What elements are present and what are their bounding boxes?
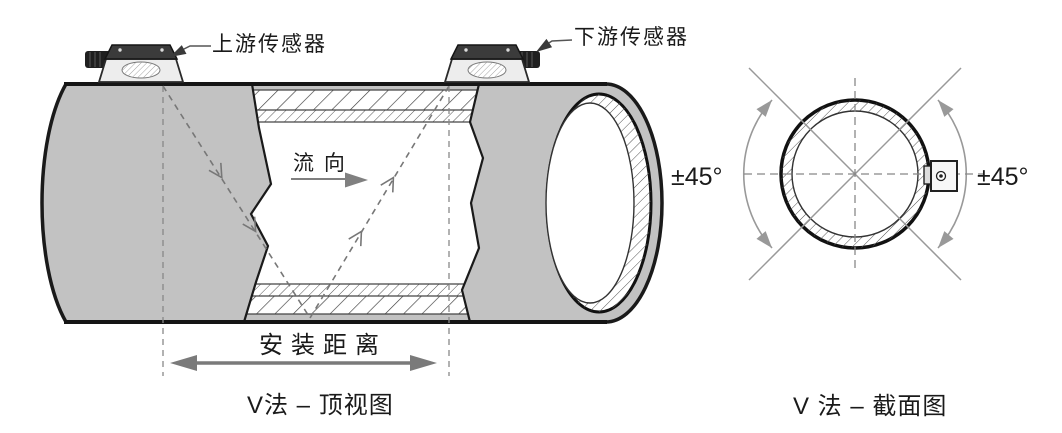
dimension-arrow-left-icon — [170, 355, 197, 371]
install-distance-dimension — [170, 355, 437, 371]
downstream-sensor-label: 下游传感器 — [574, 26, 689, 49]
arc-arrow-icon — [756, 231, 772, 248]
upstream-sensor-label: 上游传感器 — [212, 33, 327, 56]
arc-arrow-icon — [938, 100, 954, 117]
pipe-liner-hatch-bottom — [244, 284, 483, 296]
pipe-liner-hatch-top — [244, 110, 483, 122]
angle-label-left: ±45° — [671, 163, 723, 191]
transducer-face — [468, 62, 506, 78]
top-view — [40, 38, 664, 376]
pipe-wall-hatch-top — [244, 90, 483, 110]
angle-label-right: ±45° — [977, 163, 1029, 191]
beam-arrow-icon — [208, 162, 223, 180]
section-sensor — [923, 160, 958, 192]
downstream-sensor — [443, 44, 540, 83]
outer-wall-strip-top — [244, 84, 483, 90]
ultrasonic-v-path — [162, 85, 450, 319]
rotation-arc-left — [743, 99, 773, 249]
pipe-cutaway — [242, 83, 485, 323]
section-view — [743, 67, 984, 281]
section-view-caption: V 法 – 截面图 — [793, 393, 948, 420]
top-view-caption: V法 – 顶视图 — [247, 392, 394, 419]
flow-direction-arrow — [291, 172, 368, 188]
install-distance-label: 安装距离 — [259, 332, 387, 359]
outer-wall-strip-bottom — [244, 314, 483, 322]
beam-arrow-icon — [242, 216, 257, 233]
upstream-sensor — [85, 44, 185, 83]
arc-arrow-icon — [938, 231, 954, 248]
beam-arrow-icon — [380, 176, 395, 193]
upstream-label-leader — [170, 45, 211, 57]
transducer-face — [122, 62, 160, 78]
cutaway-jagged-edge-right — [460, 83, 485, 323]
dimension-arrow-right-icon — [410, 355, 437, 371]
flow-direction-label: 流 向 — [293, 152, 347, 175]
pipe-wall-hatch-bottom — [244, 296, 483, 314]
leader-arrow-icon — [170, 45, 187, 57]
pipe-end-face — [545, 92, 653, 314]
leader-arrow-icon — [536, 38, 553, 52]
downstream-label-leader — [536, 38, 573, 52]
arc-arrow-icon — [756, 100, 772, 117]
beam-arrow-icon — [348, 229, 363, 247]
flow-arrow-icon — [345, 172, 368, 188]
cutaway-jagged-edge-left — [242, 83, 273, 323]
